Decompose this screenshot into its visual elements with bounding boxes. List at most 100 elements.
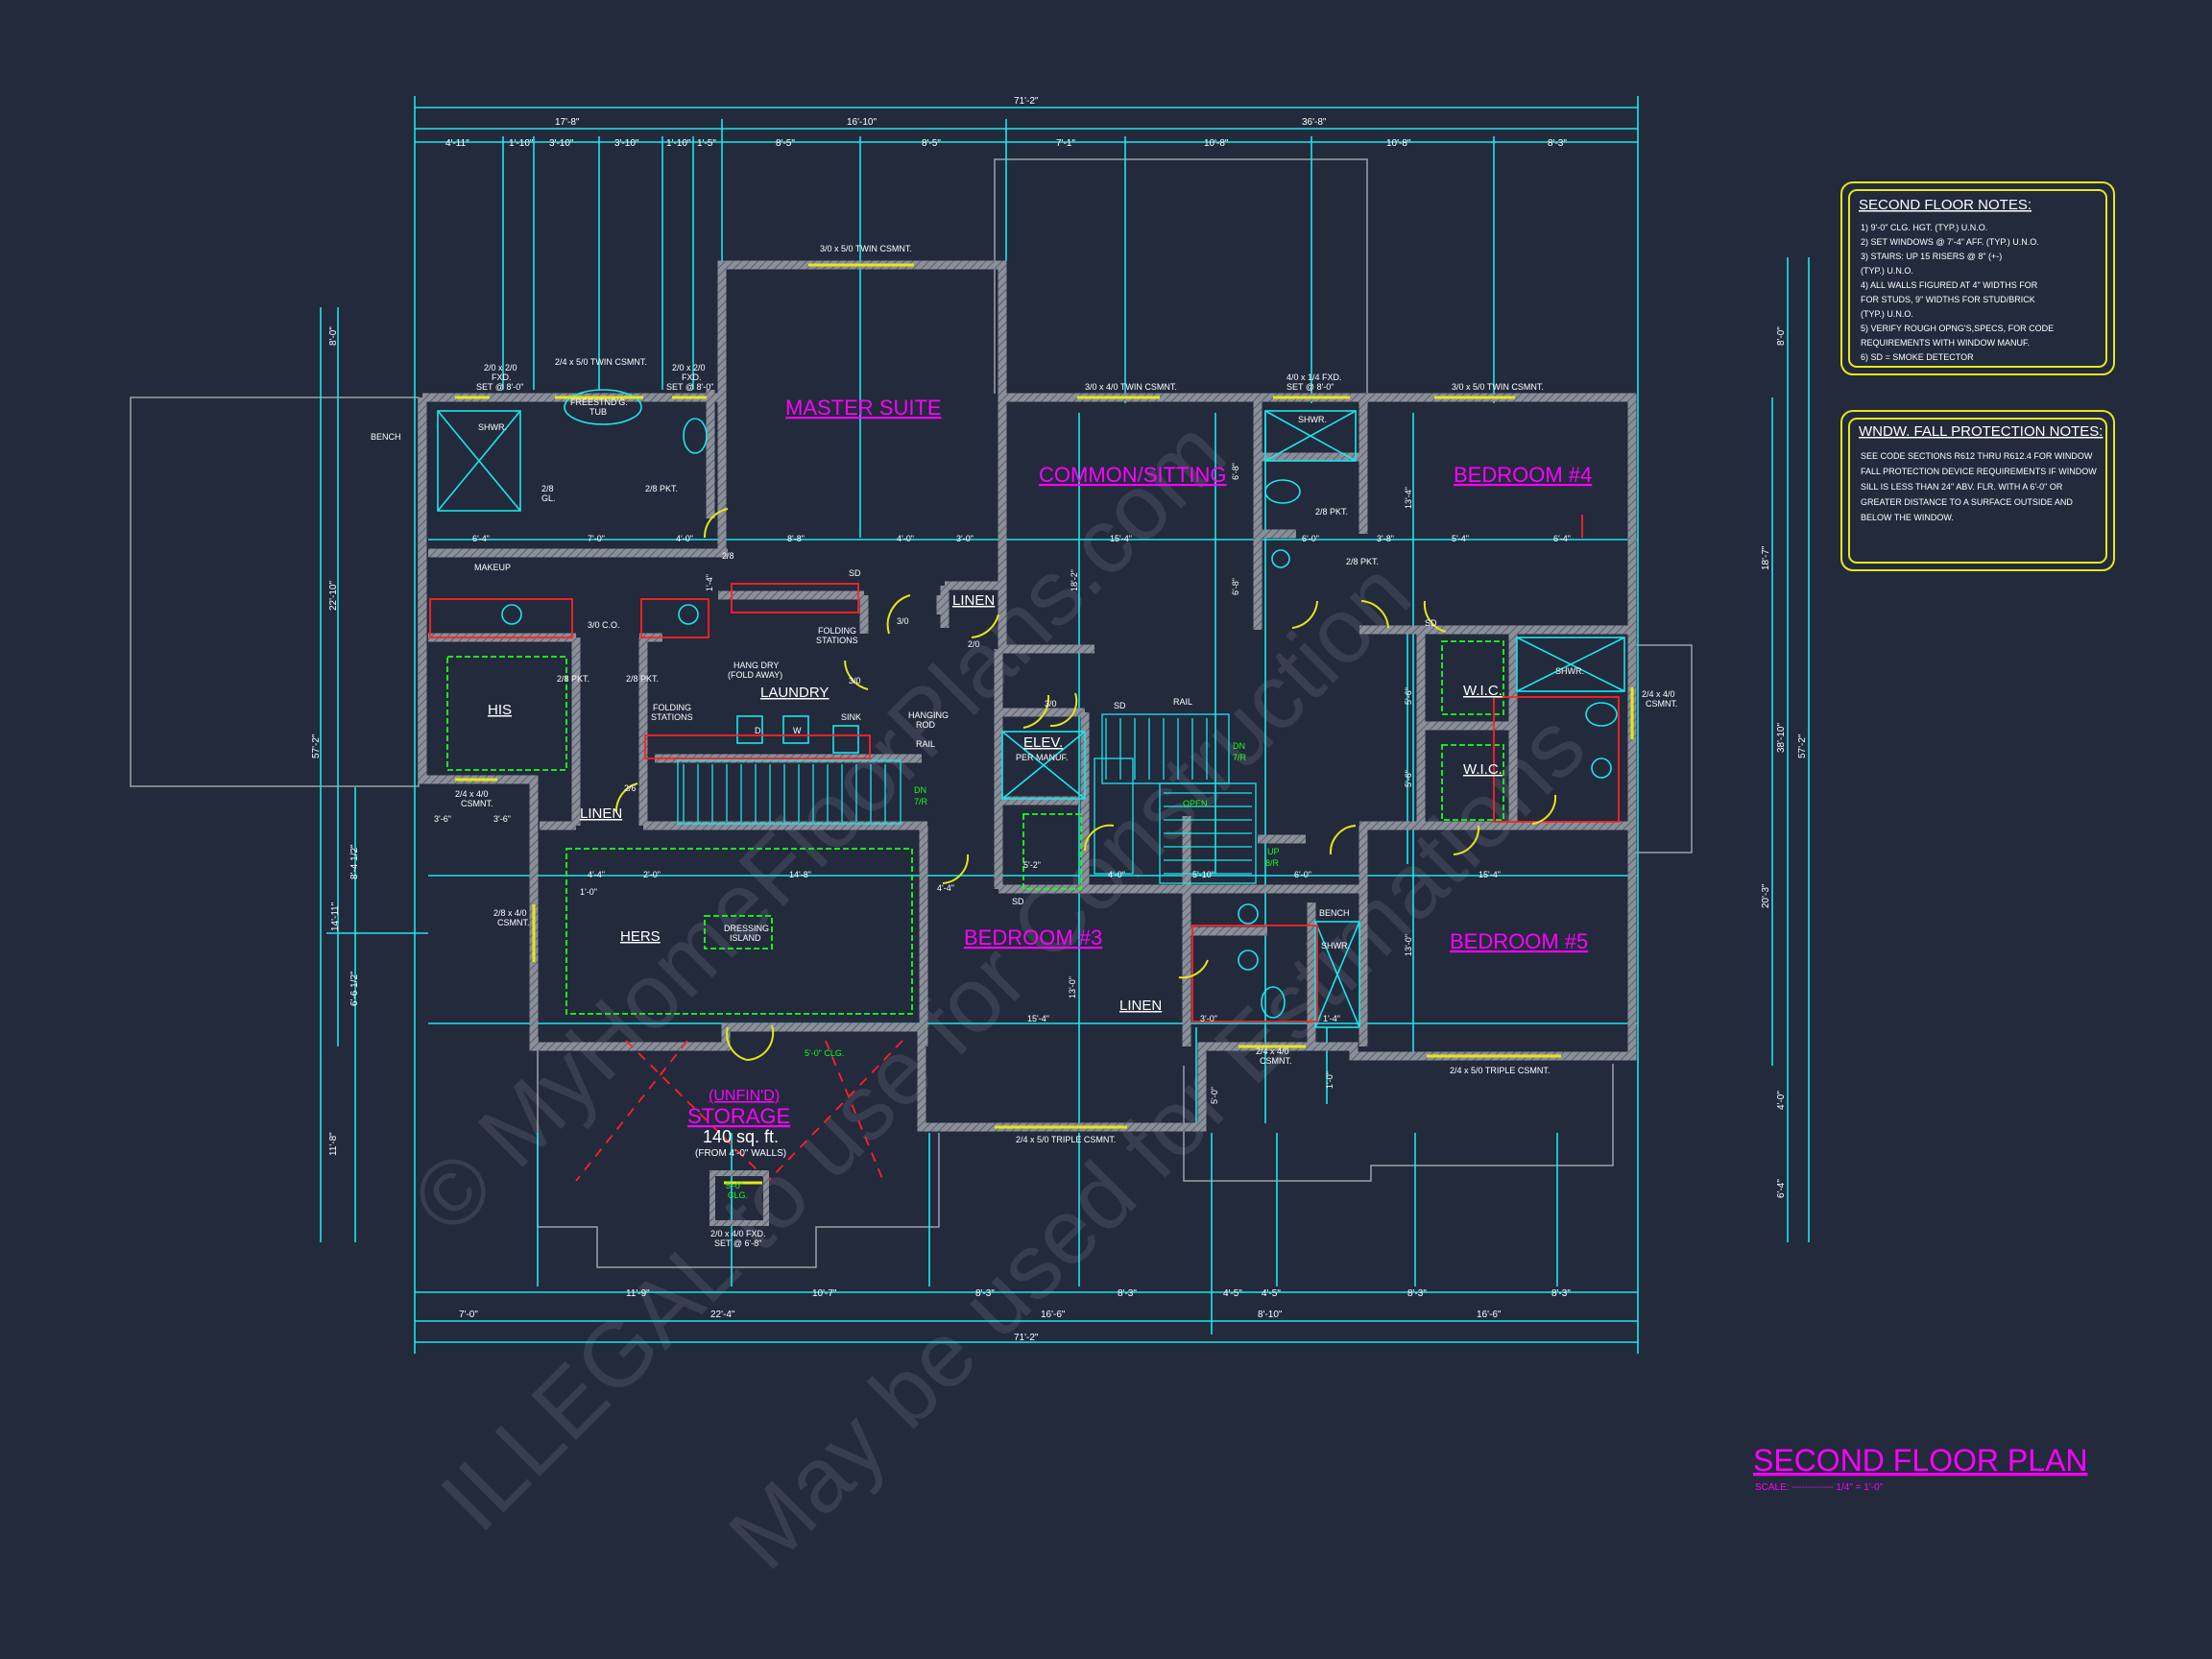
dim-bot3-1: 11'-9"	[626, 1288, 650, 1299]
dim-top3-8: 8'-5"	[922, 138, 941, 149]
second-floor-note-5: 4) ALL WALLS FIGURED AT 4" WIDTHS FOR	[1861, 280, 2038, 290]
sd-2: SD	[1114, 701, 1126, 710]
tub-b: TUB	[589, 407, 607, 417]
door-28: 2/8	[722, 551, 734, 561]
win-wc-b: FXD.	[682, 373, 702, 382]
dim-top2-2: 16'-10"	[847, 117, 877, 128]
win-hers-b: CSMNT.	[497, 918, 530, 927]
stair-dn-1: DN	[914, 785, 926, 795]
win-shwr-b: FXD.	[492, 373, 512, 382]
win-bed5: 2/4 x 5/0 TRIPLE CSMNT.	[1450, 1066, 1550, 1075]
room-his: HIS	[488, 702, 512, 718]
fall-protection-notes: WNDW. FALL PROTECTION NOTES: SEE CODE SE…	[1859, 423, 2103, 522]
shower-3	[1516, 637, 1625, 692]
toilet-2	[1264, 479, 1301, 504]
dim-int-8: 6'-0"	[1302, 534, 1319, 543]
dim-int-33: 6'-8"	[1231, 463, 1240, 480]
sink-5	[1238, 903, 1259, 925]
dim-int-16: 14'-8"	[789, 870, 811, 879]
dim-right-6: 4'-0"	[1776, 1091, 1787, 1110]
dim-int-22: 6'-0"	[1294, 870, 1311, 879]
dim-top3-7: 8'-5"	[776, 138, 795, 149]
dim-overall-top: 71'-2"	[1014, 96, 1039, 107]
hanging-rod-b: ROD	[916, 720, 936, 730]
dim-bot2-1: 7'-0"	[459, 1310, 478, 1320]
dim-top3-4: 3'-10"	[614, 138, 639, 149]
room-linen-3: LINEN	[1119, 998, 1162, 1014]
dim-int-20: 4'-0"	[1108, 870, 1125, 879]
doors	[614, 508, 1557, 1061]
storage-area: 140 sq. ft.	[703, 1127, 779, 1146]
dim-bot2-2: 22'-4"	[710, 1310, 735, 1320]
lower-floor-outline	[130, 158, 1693, 1268]
fall-protection-note-3: SILL IS LESS THAN 24" ABV. FLR. WITH A 6…	[1861, 482, 2063, 492]
room-linen-2: LINEN	[580, 805, 622, 822]
room-wic-2: W.I.C.	[1463, 761, 1503, 778]
dimension-lines	[320, 96, 1810, 1354]
dim-top3-1: 4'-11"	[445, 138, 469, 149]
win-right-a: 2/4 x 4/0	[1642, 689, 1675, 699]
drawing-title: SECOND FLOOR PLAN	[1753, 1443, 2088, 1478]
win-right-b: CSMNT.	[1646, 699, 1678, 709]
shower-1	[437, 410, 521, 512]
drawing-scale: SCALE: ------------- 1/4" = 1'-0"	[1755, 1482, 1884, 1493]
fixtures	[437, 389, 1625, 1028]
win-storage-a: 2/0 x 4/0 FXD.	[710, 1229, 766, 1238]
dim-int-12: 3'-6"	[434, 814, 451, 824]
dim-int-14: 4'-4"	[588, 870, 605, 879]
dryer-label: D	[755, 726, 761, 735]
sd-1: SD	[849, 568, 861, 578]
dim-left-7: 11'-8"	[328, 1132, 339, 1156]
dim-top3-6: 1'-5"	[697, 138, 716, 149]
room-wic-1: W.I.C.	[1463, 683, 1503, 699]
win-bath5-b: CSMNT.	[1260, 1056, 1292, 1066]
second-floor-note-7: (TYP.) U.N.O.	[1861, 309, 1913, 319]
win-storage-b: SET @ 6'-8"	[714, 1238, 761, 1248]
dim-int-9: 3'-8"	[1377, 534, 1394, 543]
green-annotations: OPEN DN 7/R DN 7/R UP 8/R 5'-0" CLG. 5'-…	[726, 741, 1280, 1200]
dim-int-19: 5'-2"	[1023, 860, 1041, 870]
washer	[736, 715, 763, 744]
rail-1: RAIL	[916, 739, 935, 749]
dryer	[782, 715, 809, 744]
win-bed4: 3/0 x 5/0 TWIN CSMNT.	[1452, 382, 1544, 392]
bench-2: BENCH	[1319, 908, 1350, 918]
folding-2a: FOLDING	[653, 703, 691, 712]
walls	[418, 260, 1637, 1132]
dim-bot3-5: 4'-5"	[1223, 1288, 1242, 1299]
dim-int-11: 6'-4"	[1553, 534, 1571, 543]
dim-right-1: 8'-0"	[1776, 326, 1787, 346]
pkt-4: 2/8 PKT.	[1315, 507, 1348, 517]
bench-1: BENCH	[371, 432, 401, 442]
room-storage-unfin: (UNFIN'D)	[709, 1088, 780, 1104]
door-30b: 3/0	[1045, 699, 1057, 709]
dim-int-17: 1'-0"	[580, 887, 597, 897]
win-tub: 2/4 x 5/0 TWIN CSMNT.	[555, 357, 647, 367]
dim-int-10: 5'-4"	[1452, 534, 1469, 543]
win-shwr-c: SET @ 8'-0"	[476, 382, 523, 392]
stair-dn-1b: 7/R	[914, 797, 928, 806]
room-bedroom-5: BEDROOM #5	[1450, 929, 1588, 953]
dim-top3-2: 1'-10"	[509, 138, 534, 149]
dim-int-7: 15'-4"	[1110, 534, 1132, 543]
second-floor-note-2: 2) SET WINDOWS @ 7'-4" AFF. (TYP.) U.N.O…	[1861, 237, 2039, 247]
dim-bot3-4: 8'-3"	[1118, 1288, 1137, 1299]
stair-dn-2: DN	[1233, 741, 1245, 751]
win-wc-a: 2/0 x 2/0	[672, 363, 706, 373]
dim-int-31: 5'-6"	[1404, 687, 1413, 705]
shwr-3: SHWR.	[1555, 666, 1584, 676]
dim-int-27: 13'-0"	[1068, 976, 1077, 998]
win-master-top: 3/0 x 5/0 TWIN CSMNT.	[820, 244, 912, 253]
stair-up: UP	[1267, 847, 1280, 856]
dim-bot3-2: 10'-7"	[812, 1288, 837, 1299]
sink-2	[678, 604, 699, 625]
notes-boxes	[1840, 181, 2115, 571]
clg-storage-a: 5'-0"	[726, 1181, 743, 1190]
room-storage: STORAGE	[687, 1104, 790, 1128]
second-floor-note-6: FOR STUDS, 9" WIDTHS FOR STUD/BRICK	[1861, 295, 2035, 304]
freestanding-tub	[564, 389, 642, 425]
win-common: 3/0 x 4/0 TWIN CSMNT.	[1085, 382, 1177, 392]
dim-int-6: 3'-0"	[956, 534, 974, 543]
